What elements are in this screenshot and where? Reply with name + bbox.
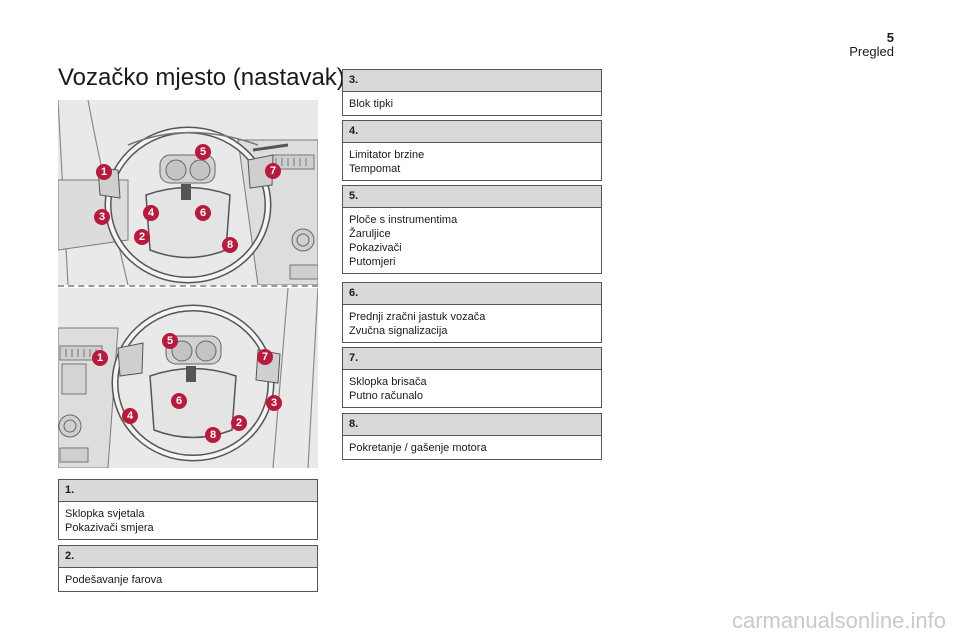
callout-4: 4 [143, 205, 159, 221]
watermark: carmanualsonline.info [731, 608, 946, 633]
legend-line: Pokretanje / gašenje motora [349, 442, 487, 454]
legend-box-8: 8. Pokretanje / gašenje motora [342, 413, 602, 460]
page-title: Vozačko mjesto (nastavak) [58, 64, 345, 91]
legend-line: Sklopka svjetala [65, 508, 145, 520]
legend-number: 8. [343, 414, 601, 436]
legend-line: Pokazivači smjera [65, 522, 154, 534]
legend-line: Ploče s instrumentima [349, 214, 458, 226]
legend-box-3: 3. Blok tipki [342, 69, 602, 116]
callout-4: 4 [122, 408, 138, 424]
chapter-label: Pregled [849, 44, 894, 59]
legend-number: 3. [343, 70, 601, 92]
dashboard-illustration-rhd: 1 2 3 4 5 6 7 8 [58, 288, 318, 468]
callout-6: 6 [195, 205, 211, 221]
callout-7: 7 [257, 349, 273, 365]
legend-number: 6. [343, 283, 601, 305]
legend-box-2: 2. Podešavanje farova [58, 545, 318, 592]
legend-box-6: 6. Prednji zračni jastuk vozača Zvučna s… [342, 282, 602, 343]
callout-2: 2 [134, 229, 150, 245]
callout-3: 3 [266, 395, 282, 411]
legend-line: Žaruljice [349, 228, 391, 240]
legend-number: 2. [59, 546, 317, 568]
callout-1: 1 [92, 350, 108, 366]
legend-line: Limitator brzine [349, 149, 425, 161]
callout-3: 3 [94, 209, 110, 225]
legend-box-1: 1. Sklopka svjetala Pokazivači smjera [58, 479, 318, 540]
callout-5: 5 [195, 144, 211, 160]
legend-line: Tempomat [349, 163, 401, 175]
legend-number: 1. [59, 480, 317, 502]
legend-line: Blok tipki [349, 98, 394, 110]
page-number: 5 [886, 30, 894, 45]
legend-box-7: 7. Sklopka brisača Putno računalo [342, 347, 602, 408]
callout-7: 7 [265, 163, 281, 179]
legend-number: 7. [343, 348, 601, 370]
callout-6: 6 [171, 393, 187, 409]
legend-line: Sklopka brisača [349, 376, 427, 388]
legend-line: Zvučna signalizacija [349, 325, 448, 337]
legend-box-5: 5. Ploče s instrumentima Žaruljice Pokaz… [342, 185, 602, 274]
callout-5: 5 [162, 333, 178, 349]
legend-line: Putomjeri [349, 256, 396, 268]
callout-2: 2 [231, 415, 247, 431]
legend-box-4: 4. Limitator brzine Tempomat [342, 120, 602, 181]
legend-line: Putno računalo [349, 390, 423, 402]
callout-8: 8 [222, 237, 238, 253]
callout-8: 8 [205, 427, 221, 443]
divider-dashed [58, 285, 318, 287]
legend-line: Prednji zračni jastuk vozača [349, 311, 486, 323]
legend-number: 5. [343, 186, 601, 208]
legend-number: 4. [343, 121, 601, 143]
legend-line: Podešavanje farova [65, 574, 163, 586]
dashboard-illustration-lhd: 1 2 3 4 5 6 7 8 [58, 100, 318, 285]
legend-line: Pokazivači [349, 242, 402, 254]
callout-1: 1 [96, 164, 112, 180]
